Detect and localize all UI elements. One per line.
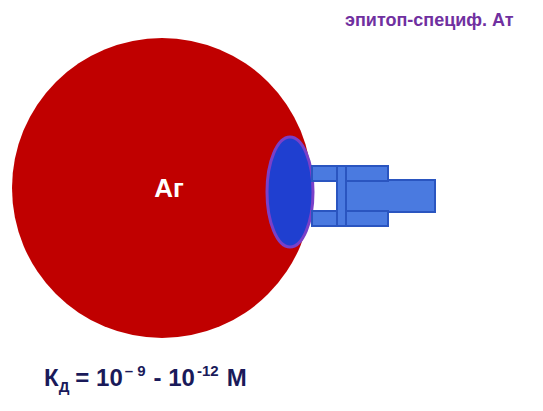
formula-part: К xyxy=(44,364,59,392)
formula-part: = 10 xyxy=(75,364,122,392)
exponent: -12 xyxy=(197,362,219,379)
antibody-stem xyxy=(346,180,435,212)
formula-part: - 10 xyxy=(154,364,195,392)
antibody-hinge xyxy=(337,166,346,226)
formula-part: M xyxy=(227,364,247,392)
antibody-arm xyxy=(312,211,388,226)
epitope xyxy=(267,137,313,247)
exponent: – 9 xyxy=(125,362,146,379)
antibody-arm xyxy=(312,166,388,181)
subscript: Д xyxy=(59,378,70,395)
antigen-label: Аг xyxy=(154,173,184,204)
dissociation-constant: КД = 10– 9 - 10-12 M xyxy=(44,362,247,395)
antibody-title: эпитоп-специф. Ат xyxy=(345,10,514,31)
